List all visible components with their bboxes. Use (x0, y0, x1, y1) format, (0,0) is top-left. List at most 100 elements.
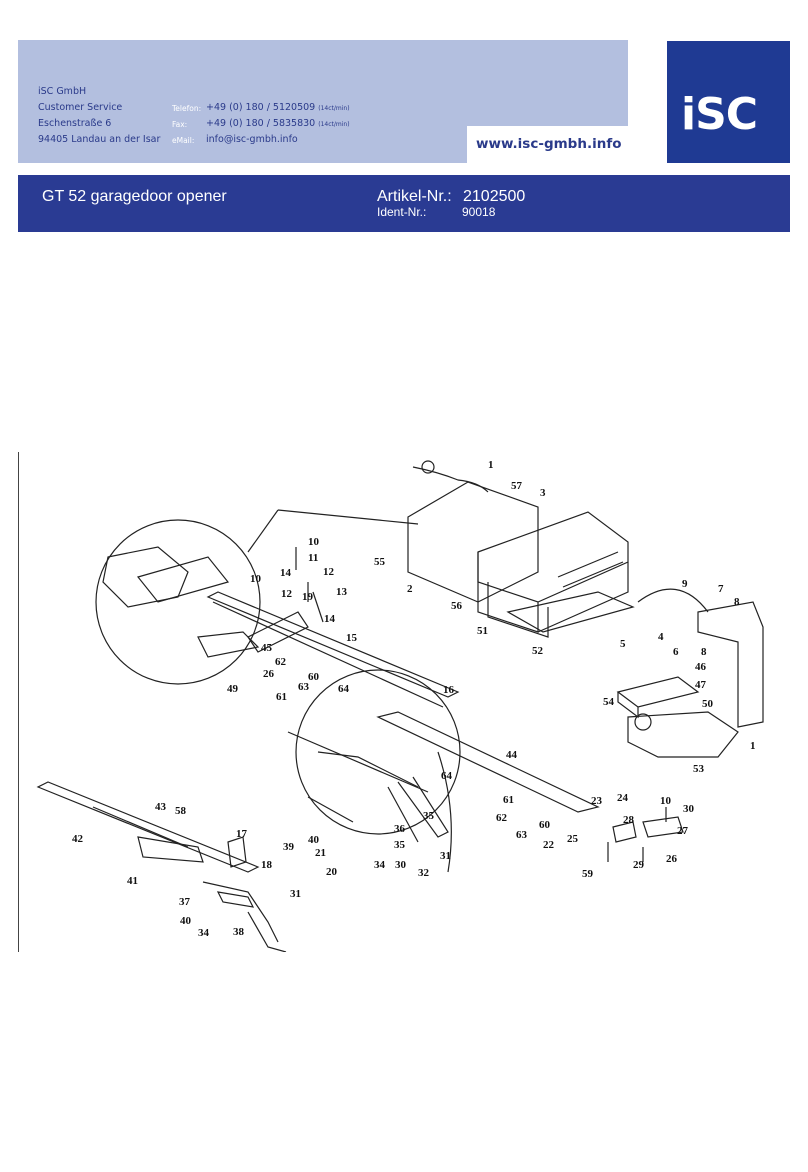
part-label: 61 (276, 691, 287, 703)
fax-label: Fax: (172, 120, 188, 129)
part-label: 40 (180, 915, 192, 927)
part-label: 26 (263, 668, 275, 680)
part-label: 54 (603, 696, 615, 708)
part-label: 62 (275, 656, 287, 668)
part-label: 60 (539, 819, 551, 831)
part-label: 63 (298, 681, 310, 693)
fax-number: +49 (0) 180 / 5835830 (14ct/min) (206, 118, 350, 129)
part-label: 17 (236, 828, 248, 840)
part-label: 61 (503, 794, 514, 806)
part-label: 36 (394, 823, 406, 835)
part-label: 40 (308, 834, 320, 846)
part-label: 14 (280, 567, 292, 579)
part-label: 30 (683, 803, 695, 815)
part-label: 62 (496, 812, 508, 824)
housing-frame (407, 481, 539, 603)
part-label: 21 (315, 847, 326, 859)
company-name: iSC GmbH (38, 86, 87, 97)
part-label: 8 (734, 596, 740, 608)
part-label: 25 (567, 833, 579, 845)
product-title: GT 52 garagedoor opener (42, 188, 227, 205)
part-label: 12 (281, 588, 293, 600)
part-label: 35 (394, 839, 406, 851)
logo-text: iSC (681, 89, 758, 140)
part-label: 6 (673, 646, 679, 658)
part-label: 57 (511, 480, 523, 492)
part-label: 59 (582, 868, 594, 880)
part-label: 22 (543, 839, 555, 851)
part-label: 31 (290, 888, 301, 900)
part-label: 41 (127, 875, 138, 887)
article-label: Artikel-Nr.: (377, 188, 452, 205)
part-label: 39 (283, 841, 295, 853)
part-label: 50 (702, 698, 714, 710)
part-label: 3 (540, 487, 546, 499)
diagram-frame-line (18, 452, 19, 952)
part-label: 32 (418, 867, 430, 879)
exploded-parts-diagram: 1 57 3 55 2 56 51 52 9 7 8 4 5 6 8 46 47… (36, 459, 764, 952)
part-label: 28 (623, 814, 635, 826)
part-label: 2 (407, 583, 413, 595)
company-street: Eschenstraße 6 (38, 118, 112, 129)
part-label: 52 (532, 645, 544, 657)
part-label: 43 (155, 801, 167, 813)
email-address[interactable]: info@isc-gmbh.info (206, 134, 298, 145)
part-label: 11 (308, 552, 318, 564)
part-label: 26 (666, 853, 678, 865)
part-label: 14 (324, 613, 336, 625)
part-label: 7 (718, 583, 724, 595)
part-label: 37 (179, 896, 191, 908)
part-label: 34 (198, 927, 210, 939)
part-label: 12 (323, 566, 335, 578)
part-label: 60 (308, 671, 320, 683)
part-label: 55 (374, 556, 386, 568)
part-label: 1 (488, 459, 494, 471)
fax-rate: (14ct/min) (318, 121, 350, 128)
email-label: eMail: (172, 136, 195, 145)
phone-rate: (14ct/min) (318, 105, 350, 112)
product-title-bar (18, 175, 790, 232)
website-link[interactable]: www.isc-gmbh.info (476, 136, 622, 152)
part-label: 42 (72, 833, 84, 845)
part-label: 47 (695, 679, 707, 691)
part-label: 64 (338, 683, 350, 695)
part-label: 1 (750, 740, 756, 752)
part-label: 45 (261, 642, 273, 654)
part-label: 63 (516, 829, 528, 841)
part-label: 16 (443, 684, 455, 696)
part-label: 34 (374, 859, 386, 871)
part-label: 44 (506, 749, 518, 761)
part-label: 58 (175, 805, 187, 817)
part-label: 24 (617, 792, 629, 804)
part-label: 10 (660, 795, 672, 807)
ident-label: Ident-Nr.: (377, 205, 427, 219)
part-label: 53 (693, 763, 705, 775)
rail-middle (376, 711, 600, 813)
part-label: 19 (302, 591, 314, 603)
part-label: 13 (336, 586, 348, 598)
rail-lower (36, 781, 260, 873)
part-label: 10 (250, 573, 262, 585)
part-label: 56 (451, 600, 463, 612)
website-box (467, 126, 628, 163)
ident-number: 90018 (462, 205, 496, 219)
part-label: 4 (658, 631, 664, 643)
detail-circle-lower (295, 669, 461, 835)
part-label: 29 (633, 859, 645, 871)
part-label: 27 (677, 825, 689, 837)
part-label: 18 (261, 859, 273, 871)
part-label: 46 (695, 661, 707, 673)
rail-upper (206, 591, 460, 698)
part-label: 49 (227, 683, 239, 695)
company-department: Customer Service (38, 102, 123, 113)
part-labels: 1 57 3 55 2 56 51 52 9 7 8 4 5 6 8 46 47… (72, 459, 756, 939)
part-label: 10 (308, 536, 320, 548)
part-label: 8 (701, 646, 707, 658)
part-label: 5 (620, 638, 626, 650)
article-number: 2102500 (463, 188, 526, 205)
part-label: 23 (591, 795, 603, 807)
phone-label: Telefon: (172, 104, 202, 113)
isc-logo: iSC (667, 41, 790, 163)
detail-circle-upper (95, 519, 261, 685)
part-label: 35 (423, 810, 435, 822)
